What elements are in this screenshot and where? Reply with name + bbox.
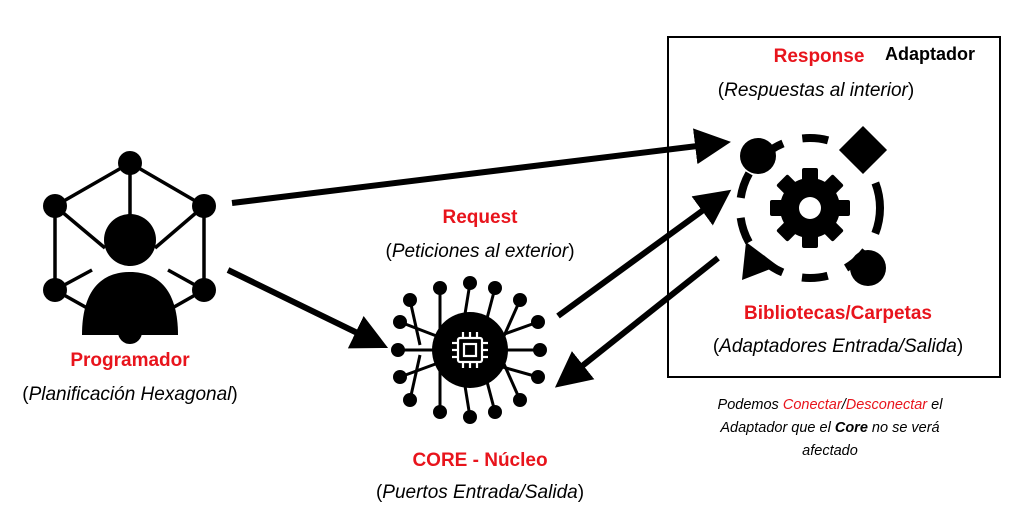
note-line-1: Podemos Conectar/Desconectar el (670, 394, 990, 417)
request-subtitle: (Peticiones al exterior) (385, 241, 575, 262)
libraries-title: Bibliotecas/Carpetas (744, 303, 932, 324)
programmer-subtitle-text: Planificación Hexagonal (28, 384, 232, 405)
note-line-2: Adaptador que el Core no se verá (670, 417, 990, 440)
note-core: Core (834, 420, 868, 436)
request-title: Request (442, 207, 518, 228)
core-subtitle-text: Puertos Entrada/Salida (382, 482, 578, 503)
core-chip-nodes (391, 276, 547, 424)
libraries-subtitle: (Adaptadores Entrada/Salida) (712, 336, 964, 357)
core-subtitle: (Puertos Entrada/Salida) (375, 482, 585, 503)
arrow-adapter-to-core (554, 255, 720, 388)
note-line2-suffix: no se verá (867, 420, 940, 436)
person-icon (82, 214, 178, 335)
note-connect: Conectar (782, 397, 842, 413)
response-subtitle-text: Respuestas al interior (724, 80, 908, 101)
programmer-subtitle: (Planificación Hexagonal) (22, 384, 238, 405)
programmer-title: Programador (70, 350, 190, 371)
note-separator: / (841, 397, 846, 413)
gear-icon (770, 168, 850, 248)
arrow-programmer-to-core (226, 267, 389, 349)
request-subtitle-text: Peticiones al exterior (391, 241, 569, 262)
libraries-subtitle-text: Adaptadores Entrada/Salida (719, 336, 957, 357)
circle-shape-icon (740, 138, 776, 174)
microchip-icon (452, 332, 488, 368)
adapter-box-title: Adaptador (885, 44, 975, 64)
note-line-3: afectado (802, 443, 858, 459)
note-line1-prefix: Podemos (717, 397, 783, 413)
note-line1-suffix: el (927, 397, 943, 413)
dot-shape-icon (850, 250, 886, 286)
arrow-core-to-adapter (556, 189, 732, 319)
arrow-programmer-to-adapter (231, 128, 731, 206)
triangle-shape-icon (742, 242, 778, 280)
response-subtitle: (Respuestas al interior) (717, 80, 915, 101)
adapter-note: Podemos Conectar/Desconectar el Adaptado… (670, 394, 990, 463)
diamond-shape-icon (838, 125, 888, 175)
adapter-box: Adaptador (667, 36, 1001, 378)
note-disconnect: Desconectar (845, 397, 928, 413)
core-title: CORE - Núcleo (412, 450, 548, 471)
adapter-cycle-icon (736, 125, 888, 286)
programmer-nodes (43, 151, 216, 344)
note-line2-prefix: Adaptador que el (720, 420, 835, 436)
response-title: Response (773, 46, 865, 67)
arrows (226, 128, 732, 388)
